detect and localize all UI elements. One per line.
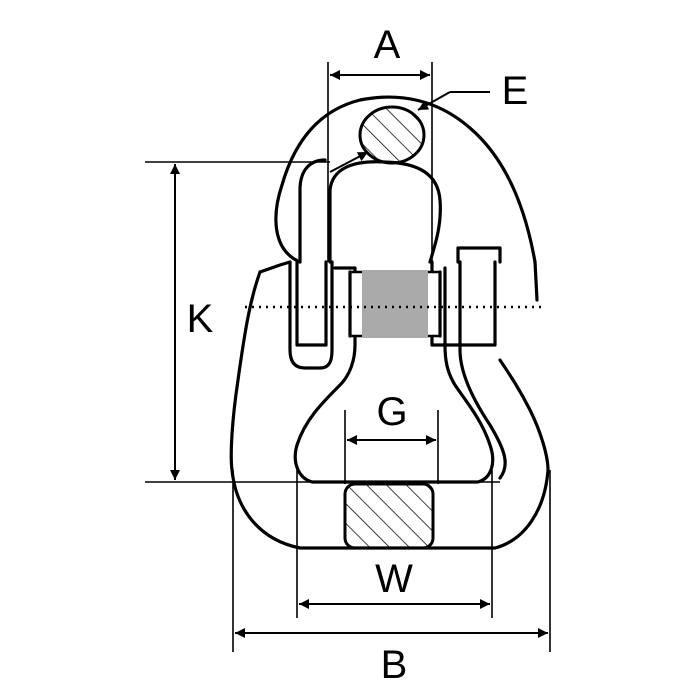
label-a: A: [374, 23, 401, 67]
section-e-hatch: [358, 105, 426, 165]
dimension-a: A: [327, 23, 433, 262]
label-w: W: [375, 557, 413, 601]
pin: [348, 270, 442, 338]
dimension-k: K: [145, 161, 500, 483]
dimension-e: E: [329, 69, 529, 173]
dimension-g: G: [344, 390, 439, 484]
right-upper-tine: [430, 246, 502, 347]
label-b: B: [381, 643, 408, 687]
left-upper-tine: [288, 260, 334, 370]
pin-cross-section: [362, 270, 428, 338]
dimension-w: W: [296, 470, 493, 618]
label-e: E: [502, 69, 529, 113]
section-bottom-hatch: [343, 482, 435, 550]
label-g: G: [376, 390, 407, 434]
upper-hook: [274, 95, 539, 302]
label-k: K: [187, 297, 214, 341]
dimension-b: B: [232, 470, 551, 687]
